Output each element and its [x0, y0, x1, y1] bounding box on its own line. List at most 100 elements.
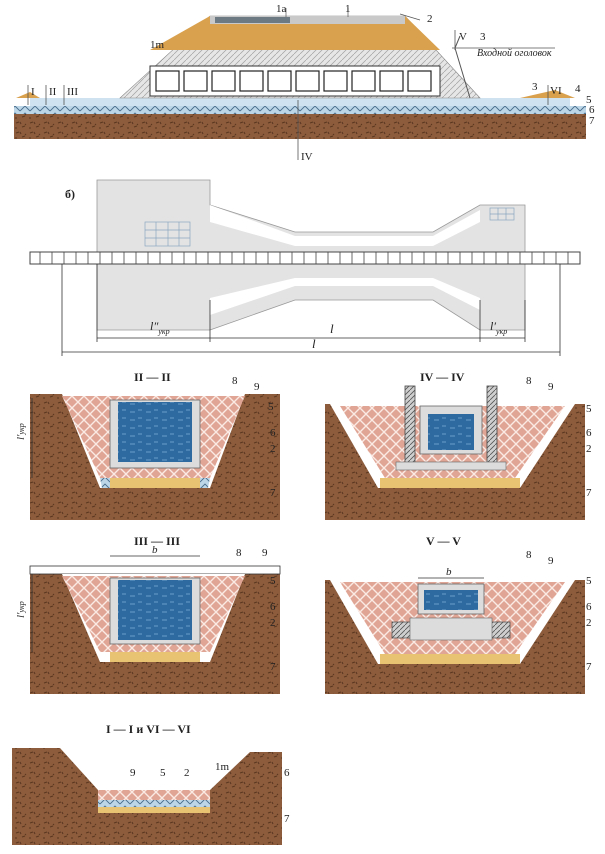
svg-text:2: 2 [586, 443, 592, 455]
label-i: I [31, 86, 35, 98]
label-7-top: 7 [589, 115, 595, 127]
label-3-bottom: 3 [532, 81, 538, 93]
section-i-vi: I — I и VI — VI 9 5 2 1m 6 7 [12, 722, 290, 845]
svg-text:8: 8 [526, 549, 532, 561]
svg-text:7: 7 [586, 661, 592, 673]
pipe-ticks [39, 252, 569, 264]
label-2: 2 [427, 13, 433, 25]
riprap-fill [98, 790, 210, 800]
svg-text:7: 7 [270, 487, 276, 499]
svg-text:2: 2 [270, 617, 276, 629]
pipe-water [118, 402, 192, 462]
plan-channel [210, 205, 480, 246]
svg-text:9: 9 [548, 555, 554, 567]
label-6-top: 6 [589, 104, 595, 116]
fill-layer [150, 16, 440, 50]
svg-text:2: 2 [270, 443, 276, 455]
section-iv-iv: IV — IV 8 9 5 6 2 7 [325, 370, 592, 520]
sand-cushion [110, 652, 200, 662]
label-vi: VI [550, 85, 562, 97]
svg-text:7: 7 [284, 813, 290, 825]
section-iii-iii-title: III — III [134, 534, 180, 548]
svg-text:6: 6 [586, 601, 592, 613]
plan-label: б) [65, 187, 75, 201]
block-left [391, 621, 413, 639]
bedding-layer [14, 106, 586, 114]
label-4: 4 [575, 83, 581, 95]
section-iii-iii: III — III b l′укр 8 9 5 6 2 7 [15, 534, 281, 694]
svg-text:5: 5 [160, 767, 166, 779]
block-right [489, 621, 511, 639]
sand-cushion [110, 478, 200, 488]
top-band [29, 565, 281, 575]
sand-cushion [380, 478, 520, 488]
base-slab [395, 461, 507, 471]
svg-text:6: 6 [586, 427, 592, 439]
svg-text:5: 5 [586, 403, 592, 415]
longitudinal-section: 1а 1 2 3 V Входной оголовок 1m 3 VI 4 5 … [14, 3, 595, 163]
dimension-lines [61, 264, 561, 356]
width-b: b [152, 544, 158, 556]
section-ii-ii-title: II — II [134, 370, 171, 384]
sand-cushion [380, 654, 520, 664]
svg-text:9: 9 [262, 547, 268, 559]
sand-cushion [98, 807, 210, 813]
label-3-top: 3 [480, 31, 486, 43]
svg-text:6: 6 [270, 601, 276, 613]
svg-text:6: 6 [270, 427, 276, 439]
plan-grid-left [144, 221, 191, 247]
bedding-zig [98, 800, 210, 807]
pavement-dark [215, 17, 290, 23]
label-5-top: 5 [586, 94, 592, 106]
label-iii: III [67, 86, 78, 98]
svg-text:5: 5 [268, 401, 274, 413]
svg-text:9: 9 [548, 381, 554, 393]
dim-l-total: l [312, 336, 316, 351]
section-ii-ii-l-label: l′укр [15, 423, 27, 440]
base-slab [409, 617, 493, 641]
section-ii-ii: II — II l′укр 8 9 5 6 2 7 [15, 370, 280, 520]
dim-l-ukr-dd: l″укр [150, 319, 170, 336]
pipe-water [424, 590, 478, 610]
svg-text:6: 6 [284, 767, 290, 779]
label-inlet: Входной оголовок [477, 48, 552, 59]
svg-text:1m: 1m [215, 761, 230, 773]
section-v-v: V — V b 8 9 5 6 2 7 [325, 534, 592, 694]
label-iv: IV [301, 151, 313, 163]
plan-view: б) [29, 179, 581, 356]
svg-text:2: 2 [586, 617, 592, 629]
plan-grid-right [489, 207, 515, 221]
svg-text:5: 5 [586, 575, 592, 587]
gravel-layer [30, 98, 570, 106]
svg-text:5: 5 [270, 575, 276, 587]
section-iii-iii-l-label: l′укр [15, 601, 27, 618]
width-b: b [446, 566, 452, 578]
pile-right [486, 385, 498, 469]
section-v-v-title: V — V [426, 534, 461, 548]
dim-l-mid: l [330, 321, 334, 336]
svg-text:9: 9 [130, 767, 136, 779]
svg-text:8: 8 [236, 547, 242, 559]
svg-text:2: 2 [184, 767, 190, 779]
pipe-water [428, 414, 474, 450]
pipe-water [118, 580, 192, 640]
soil-base [14, 113, 586, 139]
svg-text:8: 8 [526, 375, 532, 387]
label-ii: II [49, 86, 57, 98]
outlet-apron [520, 90, 575, 98]
label-1: 1 [345, 3, 351, 15]
pile-left [404, 385, 416, 469]
dim-l-ukr-p: l′укр [490, 319, 507, 336]
plan-channel-lower [210, 278, 480, 315]
svg-text:7: 7 [586, 487, 592, 499]
svg-text:7: 7 [270, 661, 276, 673]
section-iv-iv-title: IV — IV [420, 370, 465, 384]
culvert-cells [155, 70, 432, 92]
label-v: V [459, 31, 467, 43]
label-slope: 1m [150, 39, 165, 51]
label-1a: 1а [276, 3, 287, 15]
section-i-vi-title: I — I и VI — VI [106, 722, 191, 736]
pipe-strip [29, 251, 581, 265]
svg-text:9: 9 [254, 381, 260, 393]
